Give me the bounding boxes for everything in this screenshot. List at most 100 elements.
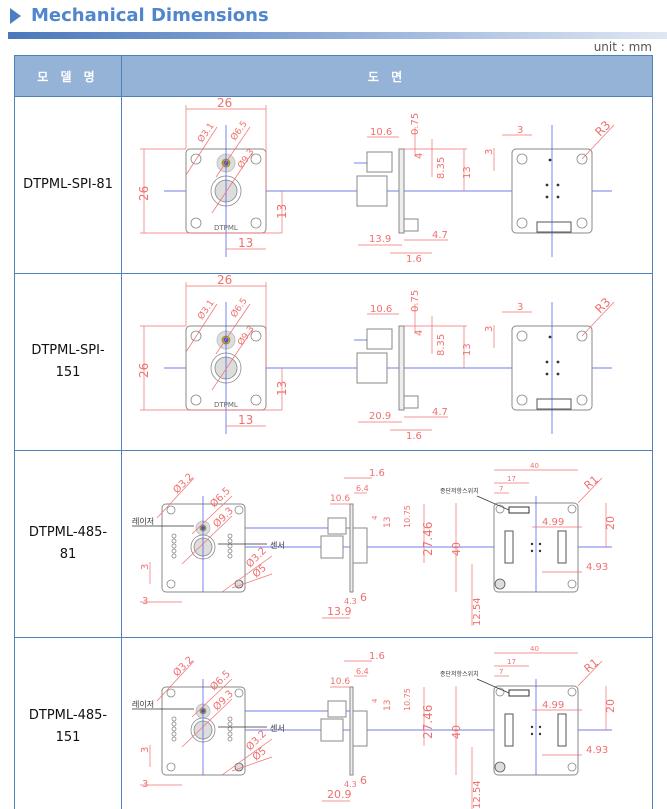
pin — [530, 725, 534, 728]
dim-label-m1: 3 — [140, 564, 151, 570]
hole-icon — [567, 687, 577, 696]
board-logo: DTPML — [214, 401, 238, 409]
dim-label-s4: 8.35 — [436, 157, 447, 179]
hole-icon — [567, 762, 577, 771]
dim-line — [185, 303, 218, 353]
dim-label-d1: Ø3.2 — [171, 471, 196, 496]
laser-label: 레이저 — [132, 516, 154, 526]
dim-label-s6: 20.9 — [369, 411, 391, 422]
dim-label-half_w: 13 — [238, 236, 253, 250]
dim-label-s7: 27.46 — [421, 522, 435, 556]
dim-label-s6: 10.75 — [403, 505, 412, 528]
dim-label-s5: 13 — [383, 699, 393, 710]
hole-icon — [516, 217, 528, 229]
dim-label-m1: 3 — [140, 746, 151, 752]
leader-line — [476, 678, 510, 693]
hole-icon — [171, 731, 177, 736]
header-model: 모 델 명 — [14, 55, 122, 97]
hole-icon — [576, 394, 588, 406]
pin — [548, 158, 552, 162]
dim-label-b8: 40 — [450, 725, 463, 739]
dim-label-b2: 3 — [484, 149, 495, 155]
hole-icon — [227, 548, 233, 554]
title-underline-bar — [8, 32, 667, 39]
pin — [538, 549, 542, 553]
dim-label-b9: 4.93 — [586, 562, 608, 573]
dim-label-b1: 3 — [517, 125, 523, 136]
hole-icon — [227, 543, 233, 549]
side-pcb — [398, 148, 405, 234]
dim-label-b3: 7 — [499, 485, 503, 493]
dim-label-b10: 12.54 — [472, 780, 483, 809]
dim-line — [231, 756, 273, 771]
dim-label-b1: 40 — [530, 645, 539, 653]
laser-label: 레이저 — [132, 699, 154, 709]
dim-line — [156, 660, 195, 701]
hole-icon — [234, 505, 244, 515]
back-connector — [536, 398, 572, 410]
back-connector — [536, 221, 572, 233]
dim-label-s1: 10.6 — [370, 304, 392, 315]
dim-line — [181, 515, 233, 565]
dim-label-h: 26 — [137, 363, 151, 378]
dim-line — [221, 738, 273, 775]
header-drawing: 도 면 — [121, 55, 653, 97]
model-name: DTPML-SPI-151 — [14, 273, 122, 451]
dim-label-s5: 13 — [462, 343, 473, 356]
board-logo: DTPML — [214, 224, 238, 232]
dim-line — [211, 329, 253, 391]
side-sensor — [320, 718, 344, 741]
dim-label-b3: R3 — [592, 295, 613, 316]
hole-icon — [166, 762, 176, 771]
hole-icon — [227, 533, 233, 539]
hole-icon — [171, 543, 177, 549]
pin — [530, 542, 534, 546]
termination-switch — [508, 689, 530, 696]
dim-label-s2: 6.4 — [356, 484, 369, 493]
dim-label-half_w: 13 — [238, 413, 253, 427]
dim-label-b3: R3 — [592, 118, 613, 139]
switch-label: 종단저항스위치 — [440, 670, 479, 678]
side-laser — [366, 328, 393, 350]
dim-label-s2: 0.75 — [410, 113, 421, 135]
dim-label-b2: 3 — [484, 326, 495, 332]
dim-label-b7: 20 — [604, 516, 617, 530]
dim-label-b6: 4.99 — [542, 700, 564, 711]
dim-label-s10: 20.9 — [327, 788, 352, 801]
hole-icon — [171, 726, 177, 731]
dim-label-s2: 6.4 — [356, 667, 369, 676]
hole-icon — [227, 736, 233, 741]
dim-label-b3: 7 — [499, 668, 503, 676]
dim-label-m2: 3 — [142, 779, 148, 790]
dim-label-b7: 20 — [604, 699, 617, 713]
dim-label-h: 26 — [137, 186, 151, 201]
hole-icon — [576, 217, 588, 229]
section-title-text: Mechanical Dimensions — [31, 5, 269, 26]
hole-icon — [227, 553, 233, 559]
hole-icon — [166, 688, 176, 697]
pin — [545, 195, 549, 199]
hole-icon — [250, 153, 262, 165]
dim-label-b6: 4.99 — [542, 517, 564, 528]
pin — [530, 549, 534, 553]
dim-label-d2: Ø6.5 — [228, 119, 249, 143]
pin — [545, 183, 549, 187]
dim-label-s6: 10.75 — [403, 688, 412, 711]
dim-label-b1: 40 — [530, 462, 539, 470]
dim-line — [577, 477, 603, 504]
sensor-label: 센서 — [270, 723, 285, 733]
termination-switch — [508, 506, 530, 514]
dim-label-d1: Ø3.2 — [171, 653, 196, 678]
model-name: DTPML-485-151 — [14, 637, 122, 809]
dim-label-s4: 4 — [371, 515, 379, 520]
side-laser — [327, 517, 347, 535]
hole-icon — [227, 716, 233, 721]
sensor-label: 센서 — [270, 540, 285, 550]
